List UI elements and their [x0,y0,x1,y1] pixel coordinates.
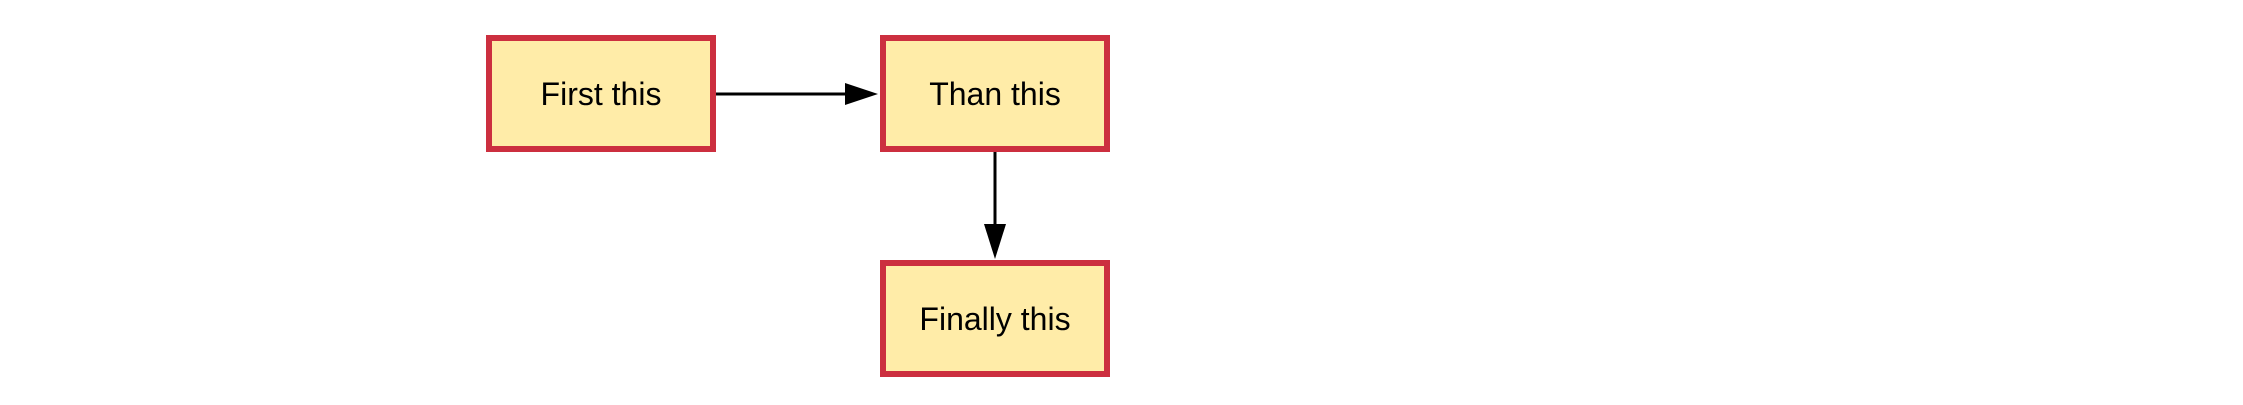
node-than-this[interactable]: Than this [880,35,1110,152]
node-first-this-label: First this [540,75,662,112]
node-finally-this[interactable]: Finally this [880,260,1110,377]
node-than-this-label: Than this [929,75,1061,112]
edge-first-to-than-arrowhead [845,83,878,105]
node-finally-this-label: Finally this [919,300,1071,337]
edge-first-to-than [716,83,878,105]
edge-than-to-finally [984,152,1006,259]
edge-than-to-finally-arrowhead [984,224,1006,259]
node-first-this[interactable]: First this [486,35,716,152]
